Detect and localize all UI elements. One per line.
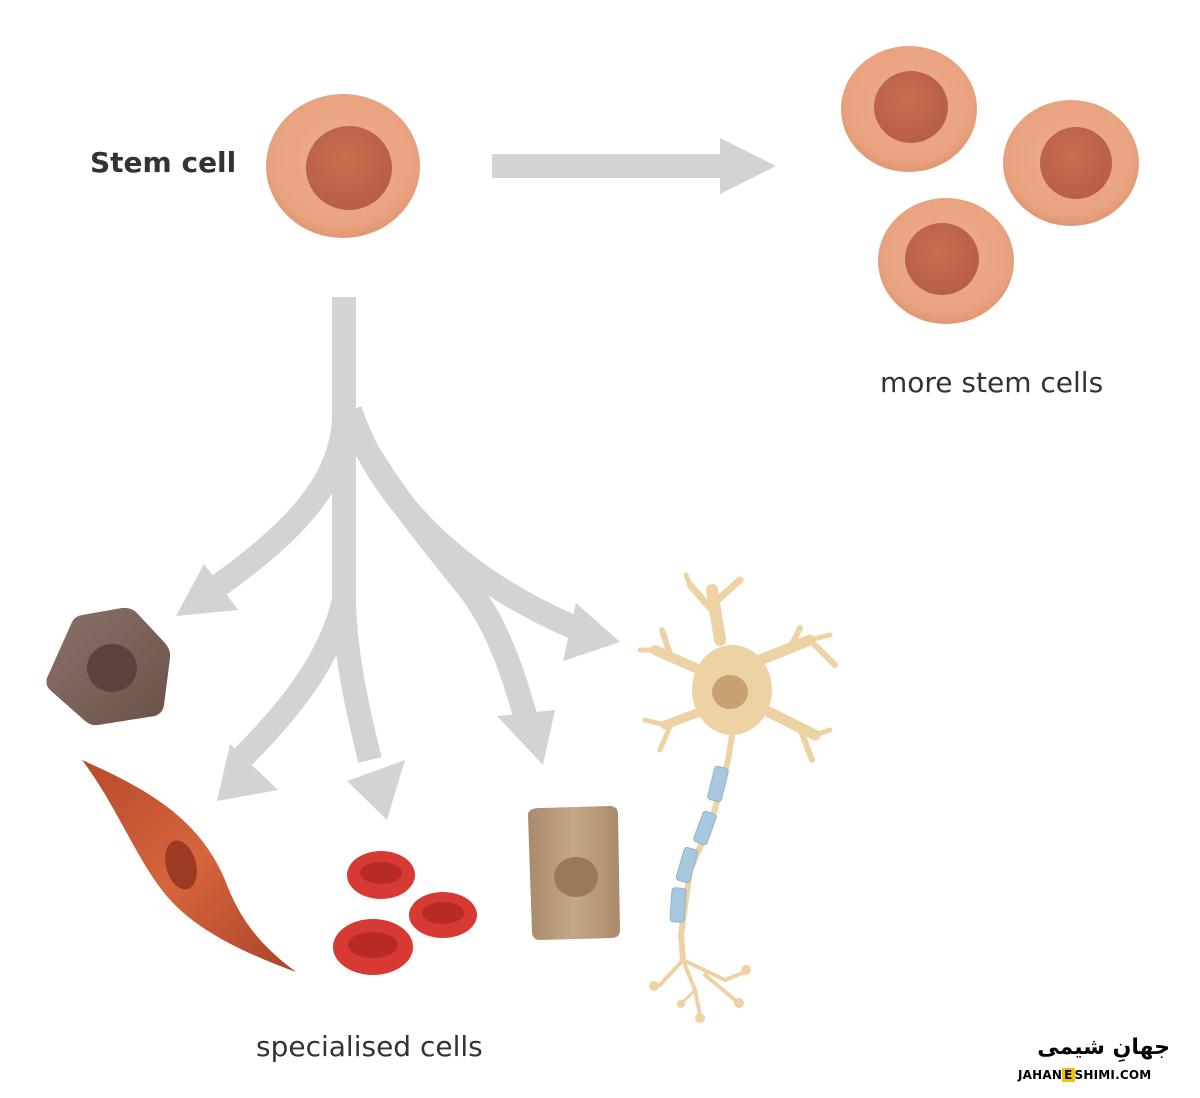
stem-cell [266, 94, 420, 238]
epithelial-cell [528, 806, 620, 940]
arrowhead-muscle-cell [217, 744, 278, 801]
arrow-right [492, 138, 776, 194]
red-blood-cell [347, 851, 415, 899]
logo-en-suffix: SHIMI.COM [1074, 1068, 1152, 1082]
myelin-sheath [669, 765, 729, 923]
logo-persian-text: جهانِ شیمی [1037, 1035, 1170, 1060]
arrow-branch-nerve-cell [338, 406, 585, 642]
arrowhead-nerve-cell [563, 603, 620, 661]
arrows [176, 138, 776, 820]
red-blood-cells [333, 851, 477, 975]
stem-cell-copy [878, 198, 1014, 324]
logo-en-prefix: JAHAN [1018, 1068, 1063, 1082]
red-blood-cell [333, 919, 413, 975]
arrowhead-epithelial-cell [497, 710, 555, 765]
more-stem-cells [841, 46, 1139, 324]
more-stem-cells-label: more stem cells [880, 366, 1104, 399]
nerve-cell [637, 572, 838, 1023]
stem-cell-copy [1003, 100, 1139, 226]
stem-cell-label: Stem cell [90, 146, 237, 179]
red-blood-cell [409, 892, 477, 938]
arrow-trunk [332, 297, 356, 427]
specialised-cells-label: specialised cells [256, 1030, 483, 1063]
stem-cell-copy [841, 46, 977, 172]
arrowhead-blood-cells [347, 760, 405, 820]
arrow-branch-blood-cells [332, 599, 382, 763]
dark-pentagonal-cell [46, 607, 171, 726]
logo-en-highlight: E [1062, 1068, 1075, 1082]
arrowhead-dark-cell [176, 564, 238, 616]
muscle-cell [82, 760, 296, 972]
arrow-branch-dark-cell [198, 418, 356, 605]
